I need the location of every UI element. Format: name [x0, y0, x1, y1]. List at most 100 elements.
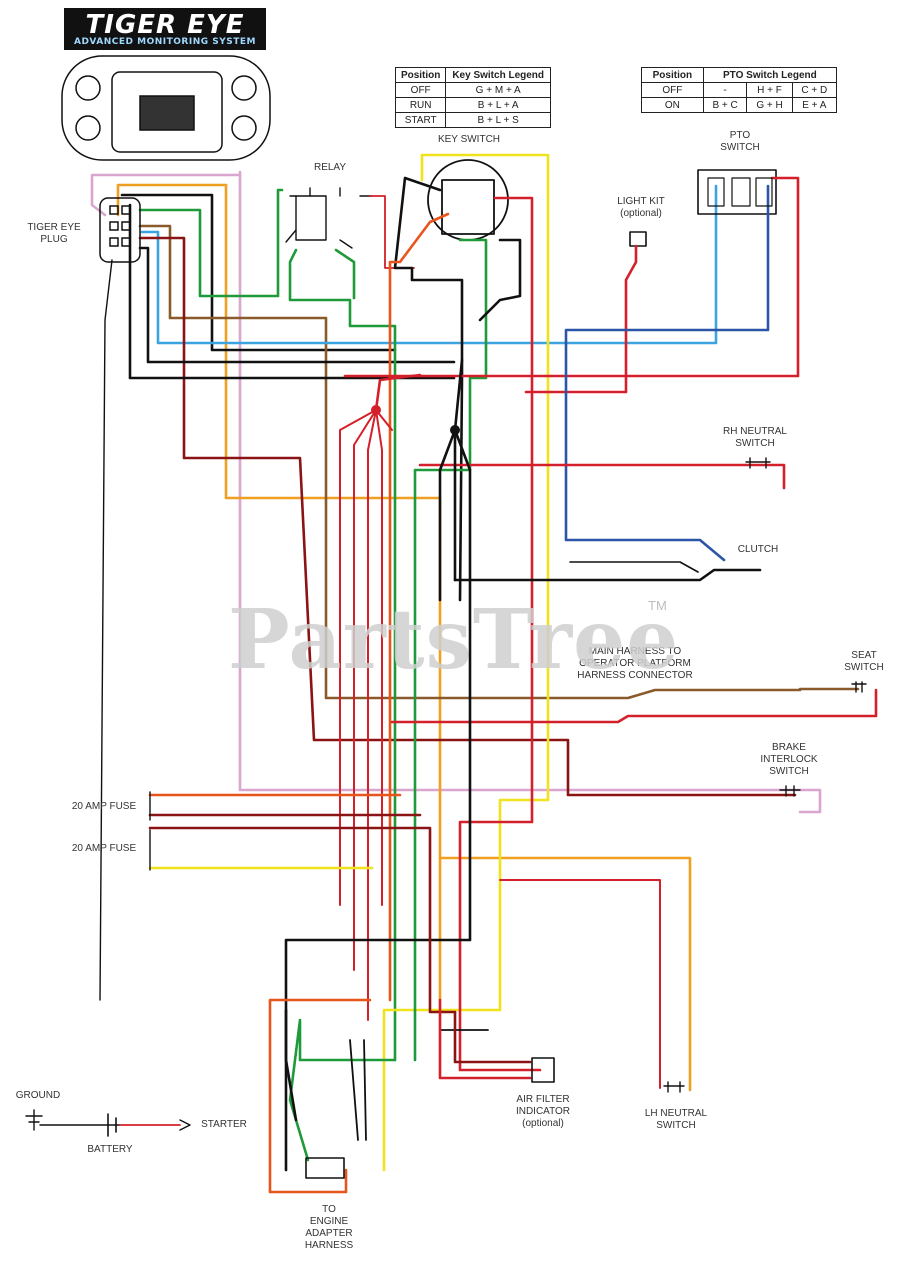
key-black-1: [393, 176, 464, 602]
key-switch-legend-table: Position Key Switch Legend OFF G + M + A…: [394, 67, 551, 128]
pto-switch-legend-table: Position PTO Switch Legend OFF - H + F C…: [641, 67, 838, 113]
key-legend-cell: G + M + A: [445, 82, 551, 98]
wire-darkred-plug: [138, 236, 797, 797]
pto-legend-cell: E + A: [791, 97, 838, 113]
ground-label: GROUND: [15, 1090, 61, 1101]
tiger-eye-plug-label: TIGER EYE PLUG: [27, 222, 81, 245]
battery-label: BATTERY: [87, 1144, 133, 1155]
tiger-eye-plug-connector: [99, 197, 141, 263]
key-legend-cell: B + L + S: [445, 112, 551, 128]
engine-orange-loop: [268, 998, 372, 1194]
main-harness-label: MAIN HARNESS TO OPERATOR PLATFORM HARNES…: [577, 646, 693, 681]
black-junction-fan: [284, 358, 472, 1172]
key-legend-header-title: Key Switch Legend: [445, 67, 551, 83]
pto-legend-header-position: Position: [641, 67, 704, 83]
key-yellow: [382, 153, 550, 1172]
relay-lines: [285, 187, 373, 249]
pto-darkblue: [564, 184, 770, 562]
wire-green-plug: [138, 188, 284, 298]
table-row: RUN B + L + A: [394, 97, 551, 113]
pto-legend-header-title: PTO Switch Legend: [702, 67, 838, 83]
red-neutral-rh: [418, 463, 786, 490]
air-filter-darkred: [453, 1010, 532, 1064]
starter-label: STARTER: [201, 1119, 247, 1130]
lh-neutral-red: [499, 879, 661, 1089]
pto-legend-cell: H + F: [746, 82, 793, 98]
wire-black-plug-3: [138, 246, 456, 364]
logo-title: TIGER EYE: [85, 10, 245, 40]
wire-brown-plug: [138, 224, 860, 700]
pto-legend-cell: C + D: [791, 82, 838, 98]
table-row: OFF G + M + A: [394, 82, 551, 98]
wire-left-drop: [99, 259, 113, 1001]
fuse-1-label: 20 AMP FUSE: [71, 801, 137, 812]
table-row: START B + L + S: [394, 112, 551, 128]
battery-symbol: [107, 1113, 117, 1137]
seat-switch-label: SEAT SWITCH: [844, 650, 884, 673]
pto-legend-cell: -: [702, 82, 748, 98]
tiger-eye-logo: TIGER EYE ADVANCED MONITORING SYSTEM: [64, 8, 266, 50]
rh-neutral-switch-symbol: [745, 457, 771, 469]
engine-black-2: [349, 1029, 489, 1141]
brake-interlock-label: BRAKE INTERLOCK SWITCH: [760, 742, 818, 777]
pto-legend-cell: B + C: [702, 97, 748, 113]
key-red: [458, 196, 542, 1072]
red-junction-fan: [339, 409, 393, 1021]
pto-switch-label: PTO SWITCH: [720, 130, 760, 153]
relay-label: RELAY: [313, 162, 347, 173]
table-row: ON B + C G + H E + A: [641, 97, 838, 113]
rh-neutral-switch-label: RH NEUTRAL SWITCH: [723, 426, 787, 449]
pto-legend-cell: OFF: [641, 82, 704, 98]
brake-switch-symbol: [779, 785, 801, 797]
tiger-eye-monitor: [61, 55, 271, 161]
key-legend-cell: B + L + A: [445, 97, 551, 113]
starter-arrow: [179, 1119, 191, 1131]
key-green: [413, 238, 488, 1062]
light-kit-plug: [629, 231, 647, 247]
fuse-2-label: 20 AMP FUSE: [71, 843, 137, 854]
relay-coil: [295, 195, 327, 241]
red-seat: [390, 688, 878, 724]
key-legend-header-position: Position: [394, 67, 447, 83]
engine-connector: [305, 1157, 345, 1179]
engine-green: [288, 1018, 397, 1162]
watermark-tm: TM: [648, 598, 667, 613]
pto-legend-cell: G + H: [746, 97, 793, 113]
red-junction-main: [374, 373, 422, 412]
light-kit-label: LIGHT KIT (optional): [617, 196, 665, 219]
key-switch-face: [441, 179, 495, 235]
wire-black-plug: [120, 193, 397, 352]
table-row: OFF - H + F C + D: [641, 82, 838, 98]
pto-switch-body: [697, 169, 777, 215]
seat-switch-symbol: [851, 681, 867, 693]
lh-neutral-switch-symbol: [663, 1081, 685, 1093]
red-junction: [371, 405, 381, 415]
light-red: [524, 244, 638, 394]
pto-cells: [707, 177, 773, 207]
ground-symbol: [25, 1109, 121, 1131]
watermark: PartsTree: [228, 592, 680, 688]
key-legend-cell: RUN: [394, 97, 447, 113]
relay-green: [288, 248, 397, 1062]
black-clutch-2: [569, 561, 699, 573]
key-switch-body: [427, 159, 509, 241]
black-junction: [450, 425, 460, 435]
air-filter-red: [438, 998, 532, 1080]
clutch-label: CLUTCH: [737, 544, 779, 555]
engine-black-1: [284, 1008, 298, 1122]
lh-neutral-switch-label: LH NEUTRAL SWITCH: [644, 1108, 708, 1131]
key-switch-label: KEY SWITCH: [437, 134, 501, 145]
pto-red: [343, 176, 800, 378]
wire-pink-plug: [238, 170, 822, 814]
key-black-2: [478, 238, 522, 322]
fuse2-darkred: [148, 826, 457, 1014]
relay-red-lead: [369, 195, 415, 269]
engine-adapter-label: TO ENGINE ADAPTER HARNESS: [304, 1204, 354, 1251]
wire-black-plug-2: [128, 203, 456, 380]
key-legend-cell: OFF: [394, 82, 447, 98]
key-legend-cell: START: [394, 112, 447, 128]
black-clutch: [453, 568, 762, 582]
logo-subtitle: ADVANCED MONITORING SYSTEM: [74, 37, 256, 47]
relay-green-2: [334, 248, 356, 300]
